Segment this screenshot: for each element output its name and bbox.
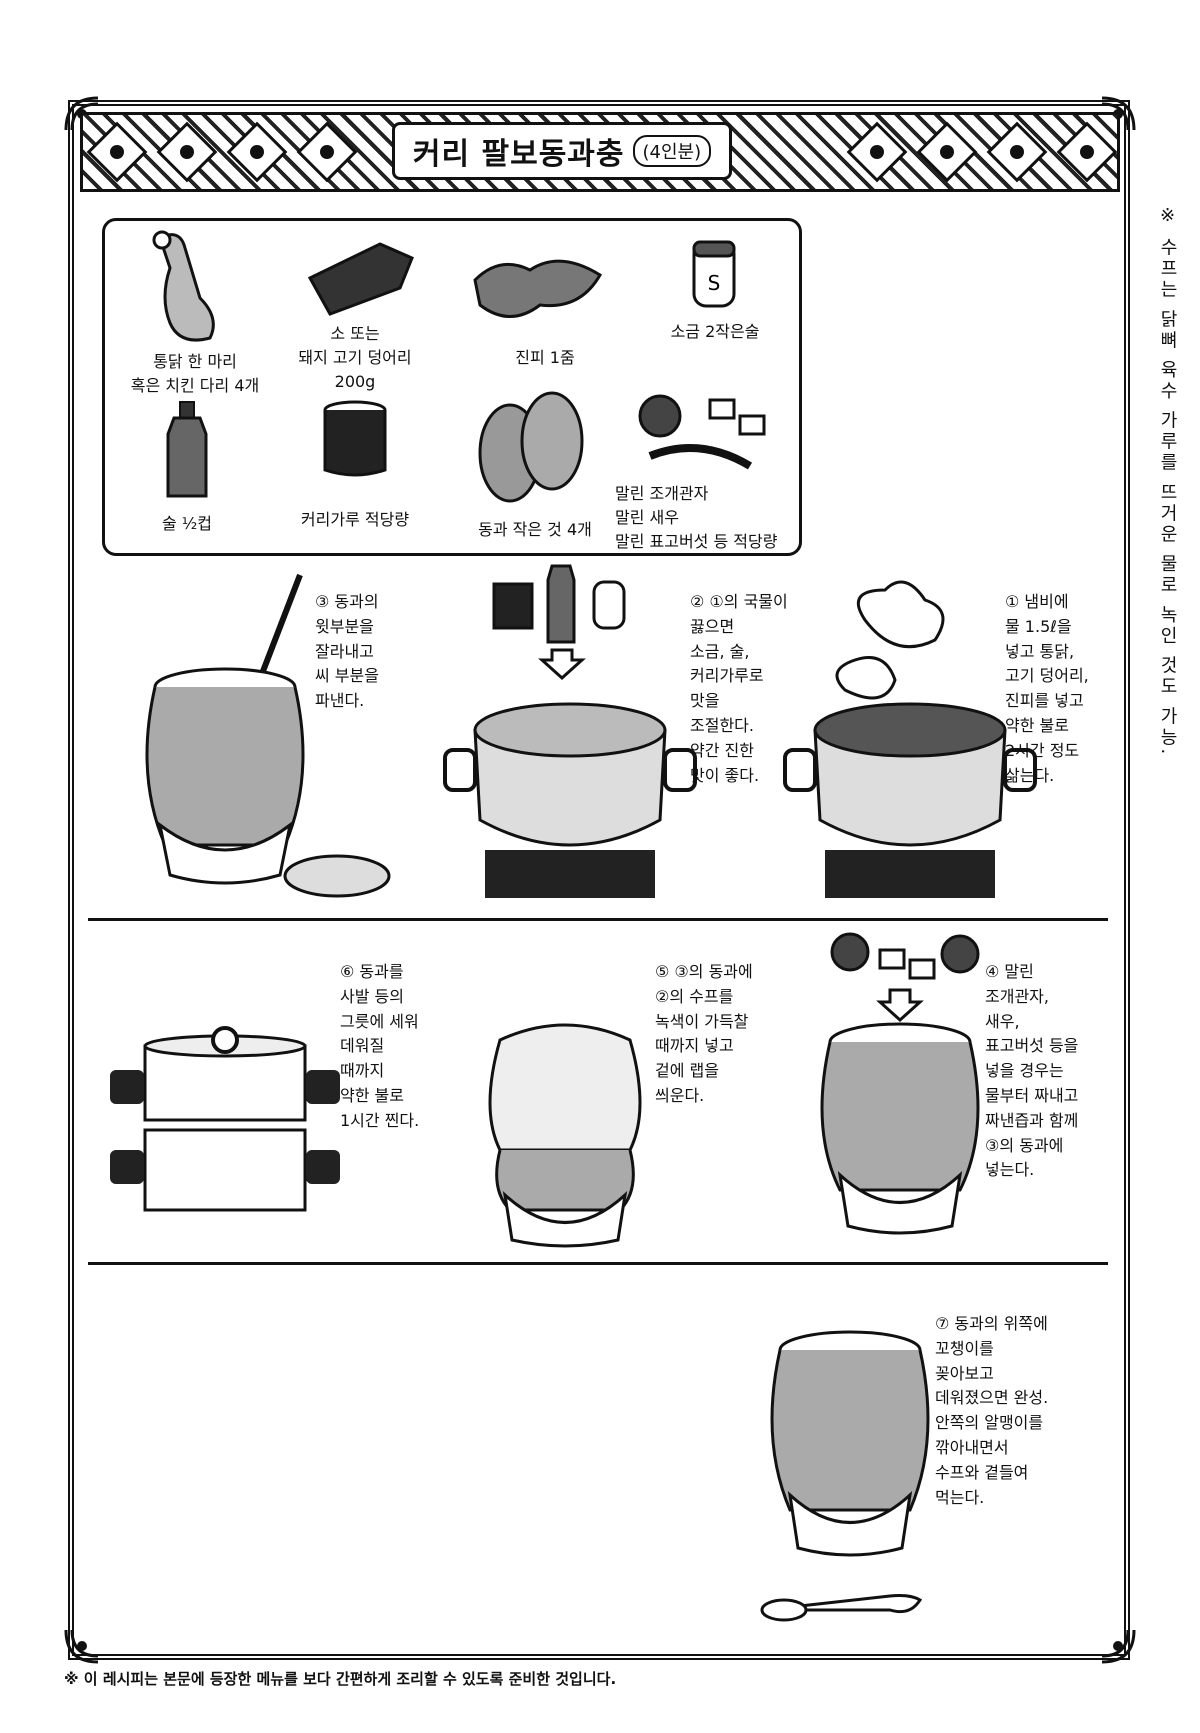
cooking-pot-icon	[443, 702, 697, 898]
servings-badge: (4인분)	[632, 135, 712, 167]
seasoning-set-icon	[492, 564, 626, 681]
wrapped-melon-icon	[488, 1023, 642, 1248]
step-4-text: ④ 말린 조개관자, 새우, 표고버섯 등을 넣을 경우는 물부터 짜내고 짜낸…	[985, 962, 1079, 1180]
ingredient-label-wine: 술 ½컵	[161, 514, 213, 533]
chicken-leg-icon	[152, 230, 215, 342]
dried-peel-icon	[473, 259, 603, 318]
boiling-pot-icon	[783, 580, 1037, 898]
hollowed-melon-icon	[145, 573, 305, 885]
curry-can-icon	[323, 400, 387, 477]
footnote: ※ 이 레시피는 본문에 등장한 메뉴를 보다 간편하게 조리할 수 있도록 준…	[64, 1670, 617, 1688]
ingredient-label-curry: 커리가루 적당량	[300, 510, 410, 529]
dried-seafood-icon	[638, 394, 766, 470]
salt-shaker-icon: S	[692, 240, 736, 308]
wine-bottle-icon	[166, 401, 208, 498]
finished-melon-icon	[760, 1330, 930, 1622]
step-6-text: ⑥ 동과를 사발 등의 그릇에 세워 데워질 때까지 약한 불로 1시간 찐다.	[340, 962, 420, 1130]
melon-lid-icon	[283, 854, 391, 898]
ingredient-label-melon: 동과 작은 것 4개	[478, 520, 592, 539]
diamond-pattern-icon	[86, 121, 1118, 183]
step-1-text: ① 냄비에 물 1.5ℓ을 넣고 통닭, 고기 덩어리, 진피를 넣고 약한 불…	[1005, 592, 1089, 785]
steamer-icon	[110, 1026, 340, 1212]
recipe-title: 커리 팔보동과충 (4인분)	[392, 122, 732, 180]
page-title: 커리 팔보동과충	[412, 137, 625, 172]
ingredient-label-meat: 소 또는 돼지 고기 덩어리 200g	[298, 324, 412, 391]
meat-block-icon	[307, 242, 414, 316]
side-note: ※ 수프는 닭뼈 육수 가루를 뜨거운 물로 녹인 것도 가능.	[1157, 205, 1178, 758]
page-frame	[68, 100, 1130, 1660]
step-7-text: ⑦ 동과의 위쪽에 꼬챙이를 꽂아보고 데워졌으면 완성. 안쪽의 알맹이를 깎…	[935, 1314, 1049, 1507]
ingredient-label-seafood: 말린 조개관자 말린 새우 말린 표고버섯 등 적당량	[615, 484, 778, 551]
ingredient-label-salt: 소금 2작은술	[670, 322, 760, 341]
winter-melon-icon	[478, 391, 584, 503]
step-2-text: ② ①의 국물이 끓으면 소금, 술, 커리가루로 맛을 조절한다. 약간 진한…	[690, 592, 788, 785]
filling-melon-icon	[820, 932, 980, 1235]
ingredient-label-peel: 진피 1줌	[515, 348, 575, 367]
step-3-text: ③ 동과의 윗부분을 잘라내고 씨 부분을 파낸다.	[315, 592, 379, 711]
svg-text:S: S	[708, 271, 721, 295]
row-divider	[88, 1262, 1108, 1265]
corner-ornament-icon	[64, 1629, 99, 1664]
ingredients-panel	[102, 218, 802, 556]
step-5-text: ⑤ ③의 동과에 ②의 수프를 녹색이 가득찰 때까지 넣고 겉에 랩을 씌운다…	[655, 962, 753, 1105]
corner-ornament-icon	[1101, 1629, 1136, 1664]
ingredient-label-chicken: 통닭 한 마리 혹은 치킨 다리 4개	[130, 352, 260, 395]
row-divider	[88, 918, 1108, 921]
